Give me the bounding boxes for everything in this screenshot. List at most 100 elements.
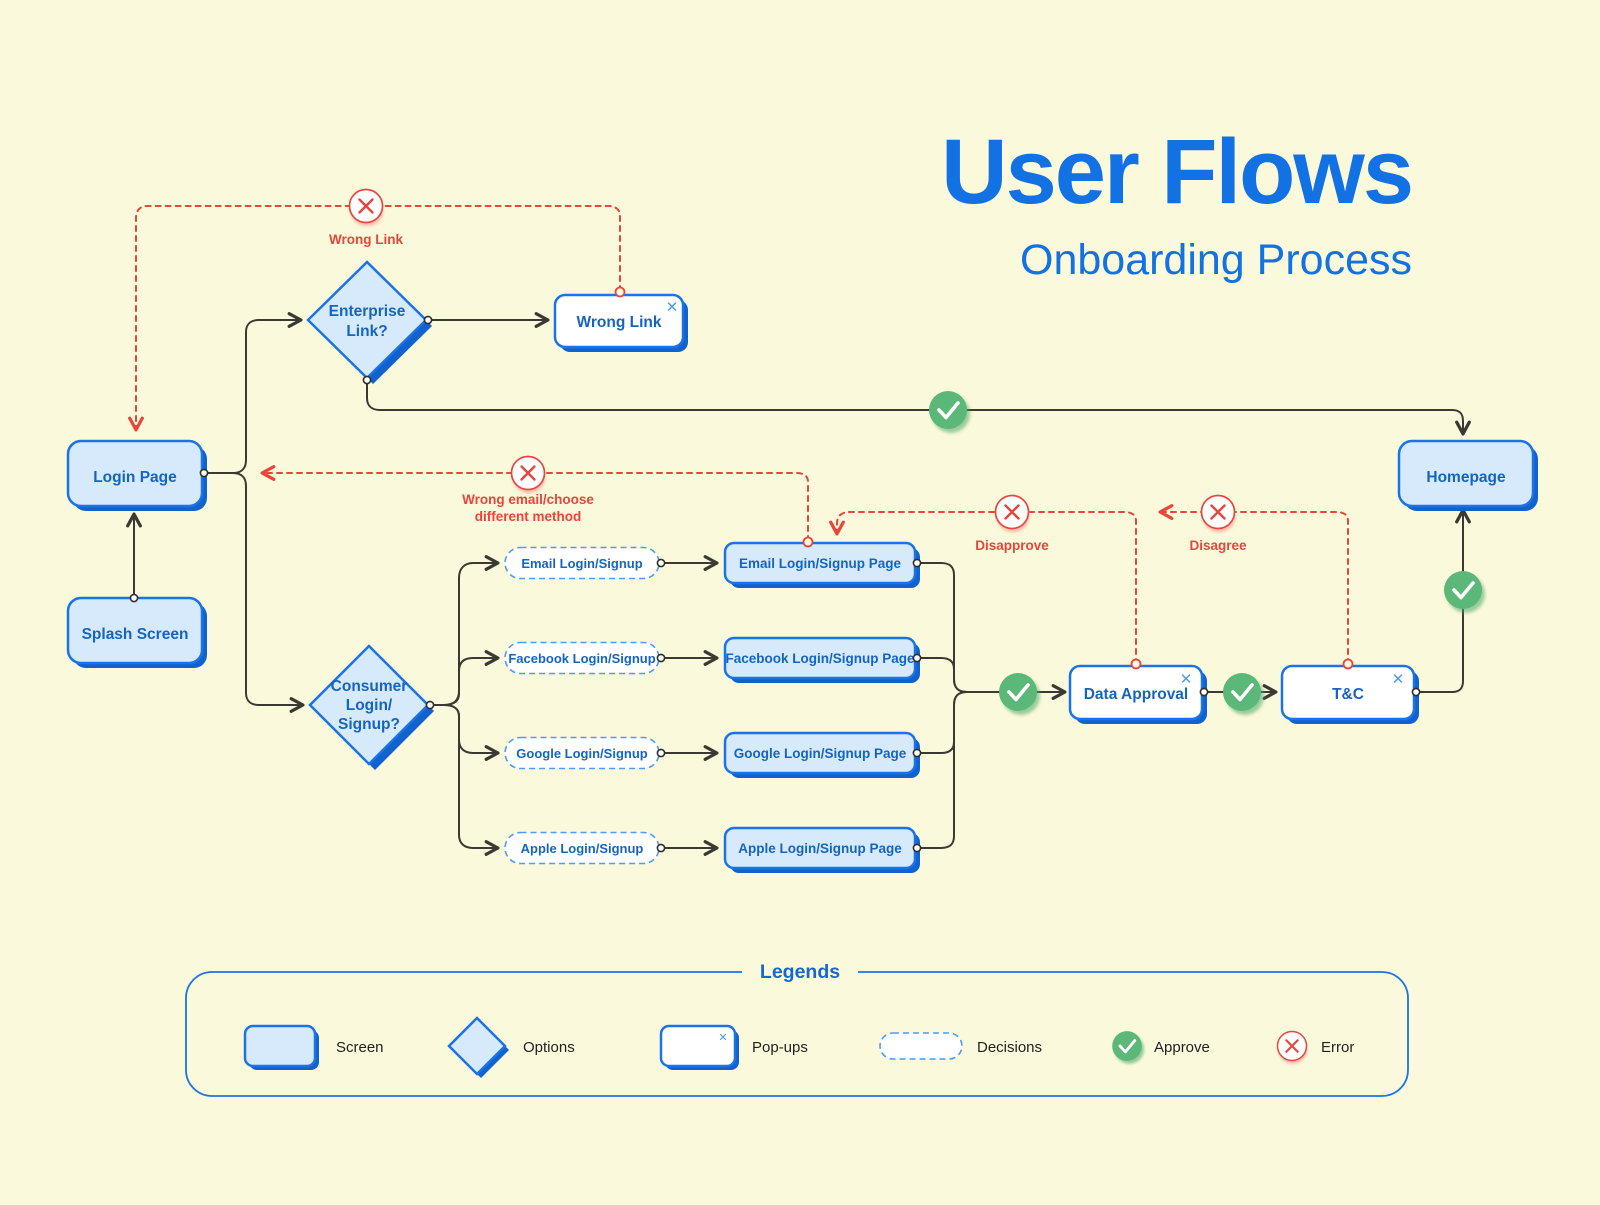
legend-title: Legends [760, 961, 840, 983]
edge-tc-to-homepage [1417, 508, 1471, 693]
connector-dot [912, 558, 922, 568]
popup-label: Data Approval [1084, 686, 1189, 703]
edge-disapprove-to-emailpage [829, 511, 1137, 665]
node-consumer-login-decision: Consumer Login/ Signup? [308, 644, 434, 770]
page-title: User Flows [941, 121, 1412, 223]
edge-consumer-to-facebook [430, 650, 500, 706]
node-label: Homepage [1426, 469, 1506, 486]
edge-enterprise-yes-to-homepage [366, 381, 1471, 436]
option-label: Email Login/Signup [521, 556, 642, 571]
option-facebook: Facebook Login/Signup [504, 641, 660, 675]
connector-dot [362, 375, 372, 385]
connector-dots [129, 286, 1421, 853]
popup-label: T&C [1332, 686, 1364, 703]
node-label-line2: Link? [346, 323, 387, 340]
error-connector-dot [802, 536, 814, 548]
popup-wrong-link: ✕ Wrong Link [553, 293, 688, 352]
connector-dot [1411, 687, 1421, 697]
node-homepage: Homepage [1397, 439, 1538, 511]
legend-screen-swatch [243, 1024, 317, 1068]
option-label: Apple Login/Signup [521, 841, 644, 856]
error-connector-dot [1130, 658, 1142, 670]
legend-label: Approve [1154, 1039, 1210, 1056]
option-body [504, 736, 660, 770]
legend-label: Pop-ups [752, 1039, 808, 1056]
close-icon: ✕ [1180, 671, 1193, 688]
connector-dot [656, 748, 666, 758]
legend-label: Options [523, 1039, 575, 1056]
connector-dot [912, 843, 922, 853]
legend-item-options: Options [447, 1016, 575, 1078]
popup-label: Wrong Link [577, 314, 662, 331]
legend-decisions-swatch [879, 1032, 963, 1060]
connector-dot [423, 315, 433, 325]
node-splash-screen: Splash Screen [66, 596, 207, 668]
page-label: Google Login/Signup Page [734, 746, 907, 761]
connector-dot [656, 558, 666, 568]
connector-dot [425, 700, 435, 710]
legend-panel: Legends Screen Options ✕ Pop-ups Decisio… [185, 958, 1409, 1097]
option-google: Google Login/Signup [504, 736, 660, 770]
node-label-line1: Enterprise [329, 303, 406, 320]
option-label: Facebook Login/Signup [508, 651, 655, 666]
edge-label-disapprove: Disapprove [975, 538, 1049, 553]
connector-dot [656, 653, 666, 663]
legend-options-swatch [447, 1016, 507, 1076]
page-google: Google Login/Signup Page [723, 731, 920, 778]
edge-login-to-enterprise [232, 312, 303, 474]
connector-dot [1199, 687, 1209, 697]
edge-disagree-back [1158, 504, 1349, 665]
option-body [504, 641, 660, 675]
edge-label-wrong-link: Wrong Link [329, 232, 403, 247]
page-label: Facebook Login/Signup Page [725, 651, 915, 666]
legend-item-decisions: Decisions [879, 1032, 1042, 1060]
close-icon: ✕ [718, 1032, 727, 1044]
legend-label: Error [1321, 1039, 1354, 1056]
node-label-line2: Login/ [346, 697, 393, 714]
connector-dot [912, 653, 922, 663]
legend-title-mask [742, 958, 858, 984]
edge-login-to-consumer [232, 472, 305, 713]
legend-popup-swatch [659, 1024, 737, 1068]
close-icon: ✕ [666, 299, 679, 316]
popup-data-approval: ✕ Data Approval [1068, 664, 1207, 724]
connector-dot [656, 843, 666, 853]
edge-consumer-to-apple [430, 704, 500, 856]
page-subtitle: Onboarding Process [1020, 236, 1412, 284]
page-facebook: Facebook Login/Signup Page [723, 636, 920, 683]
page-apple: Apple Login/Signup Page [723, 826, 920, 873]
option-email: Email Login/Signup [504, 546, 660, 580]
option-label: Google Login/Signup [516, 746, 647, 761]
popup-tc: ✕ T&C [1280, 664, 1419, 724]
legend-item-error: Error [1277, 1031, 1354, 1063]
node-label: Login Page [93, 469, 177, 486]
edge-applepage-merge [918, 691, 968, 849]
edge-label-wrong-email-1: Wrong email/choose [462, 492, 594, 507]
option-body [504, 831, 660, 865]
edge-fbpage-merge [918, 657, 968, 693]
page-email: Email Login/Signup Page [723, 541, 920, 588]
node-label-line1: Consumer [331, 678, 408, 695]
error-connector-dot [1342, 658, 1354, 670]
legend-label: Decisions [977, 1039, 1042, 1056]
node-label: Splash Screen [82, 626, 189, 643]
page-label: Apple Login/Signup Page [738, 841, 902, 856]
edge-label-wrong-email-2: different method [475, 509, 582, 524]
connector-dot [199, 468, 209, 478]
error-connector-dot [614, 286, 626, 298]
page-label: Email Login/Signup Page [739, 556, 902, 571]
node-body [1397, 439, 1535, 508]
legend-item-screen: Screen [243, 1024, 384, 1070]
node-label-line3: Signup? [338, 716, 400, 733]
close-icon: ✕ [1392, 671, 1405, 688]
legend-label: Screen [336, 1039, 384, 1056]
option-body [504, 546, 660, 580]
connector-dot [129, 593, 139, 603]
connector-dot [912, 748, 922, 758]
legend-item-popups: ✕ Pop-ups [659, 1024, 808, 1070]
node-enterprise-link-decision: Enterprise Link? [306, 260, 432, 384]
option-apple: Apple Login/Signup [504, 831, 660, 865]
